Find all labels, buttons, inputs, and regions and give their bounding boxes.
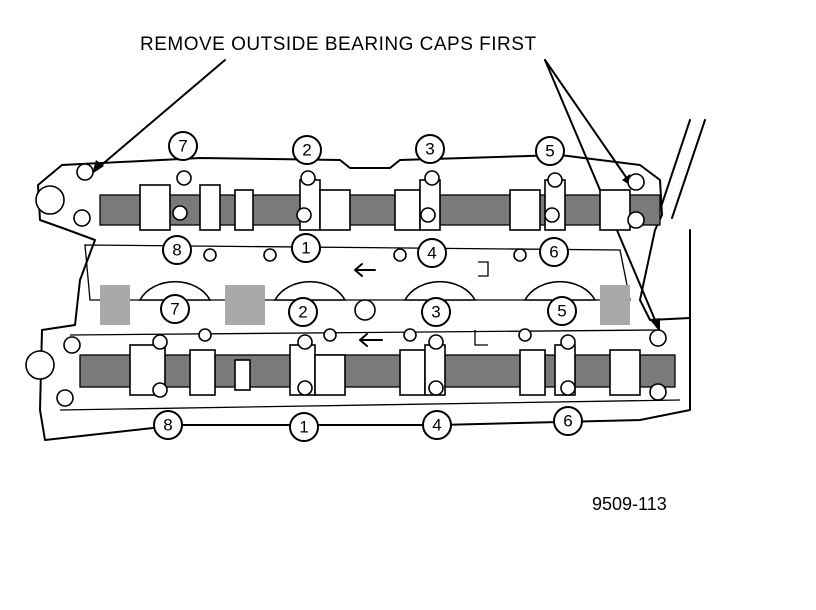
svg-text:1: 1 [299, 418, 308, 437]
direction-arrows [354, 261, 489, 347]
intake-upper-callouts: 7 2 3 5 [168, 131, 565, 166]
callout-intake-upper-5: 5 [535, 136, 565, 166]
figure-number: 9509-113 [592, 494, 667, 514]
callout-exhaust-upper-2: 2 [288, 297, 318, 327]
callout-exhaust-lower-4: 4 [422, 410, 452, 440]
svg-text:3: 3 [431, 303, 440, 322]
svg-text:8: 8 [163, 416, 172, 435]
callout-intake-upper-7: 7 [168, 131, 198, 161]
svg-text:7: 7 [178, 137, 187, 156]
svg-text:4: 4 [427, 244, 436, 263]
callout-intake-upper-3: 3 [415, 134, 445, 164]
bearing-cap-bolts [56, 163, 667, 407]
svg-text:1: 1 [301, 239, 310, 258]
intake-lower-callouts: 8 1 4 6 [162, 233, 569, 268]
svg-text:2: 2 [298, 303, 307, 322]
callout-intake-lower-4: 4 [417, 238, 447, 268]
cylinder-head-outline [37, 119, 706, 441]
svg-text:8: 8 [172, 241, 181, 260]
callout-exhaust-upper-3: 3 [421, 297, 451, 327]
callout-intake-upper-2: 2 [292, 135, 322, 165]
exhaust-upper-callouts: 7 2 3 5 [160, 294, 577, 327]
callout-exhaust-upper-5: 5 [547, 296, 577, 326]
svg-text:3: 3 [425, 140, 434, 159]
svg-text:6: 6 [563, 412, 572, 431]
lower-camshaft [25, 344, 676, 396]
caption-text: REMOVE OUTSIDE BEARING CAPS FIRST [140, 34, 537, 55]
callout-exhaust-lower-6: 6 [553, 406, 583, 436]
callout-exhaust-lower-1: 1 [289, 412, 319, 442]
callout-intake-lower-1: 1 [291, 233, 321, 263]
callout-intake-lower-6: 6 [539, 237, 569, 267]
callout-intake-lower-8: 8 [162, 235, 192, 265]
svg-text:7: 7 [170, 300, 179, 319]
callout-exhaust-upper-7: 7 [160, 294, 190, 324]
journal-openings [100, 280, 630, 325]
svg-text:4: 4 [432, 416, 441, 435]
svg-text:5: 5 [545, 142, 554, 161]
svg-text:2: 2 [302, 141, 311, 160]
exhaust-lower-callouts: 8 1 4 6 [153, 406, 583, 442]
svg-text:5: 5 [557, 302, 566, 321]
callout-exhaust-lower-8: 8 [153, 410, 183, 440]
svg-text:6: 6 [549, 243, 558, 262]
upper-camshaft [35, 179, 661, 231]
